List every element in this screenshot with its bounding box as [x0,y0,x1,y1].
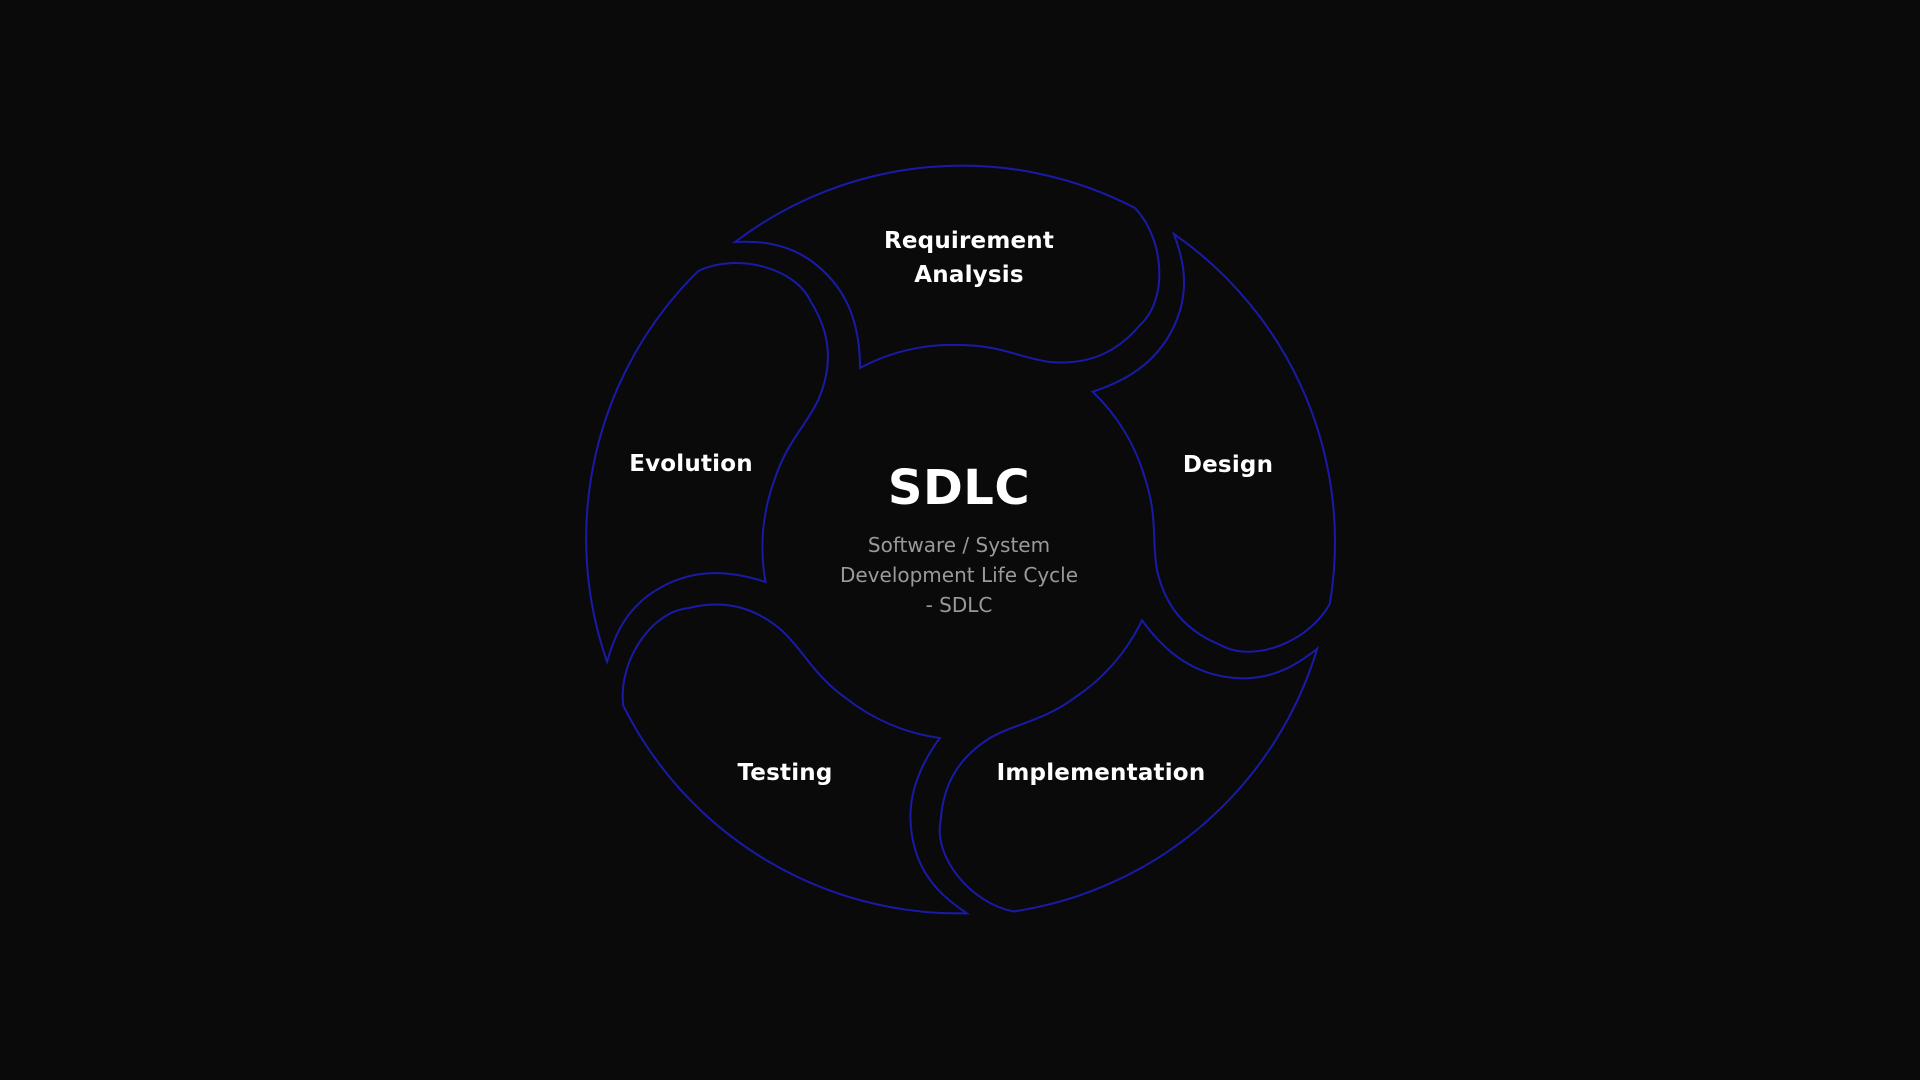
stage-label-implementation: Implementation [997,756,1206,790]
stage-label-evolution: Evolution [629,447,753,481]
subtitle-line: Development Life Cycle [839,563,1079,587]
label-line: Analysis [914,262,1024,288]
subtitle-line: - SDLC [925,593,993,617]
label-line: Requirement [883,228,1055,254]
stage-label-requirement-analysis: Requirement Analysis [884,224,1054,292]
subtitle-line: Software / System [867,533,1051,557]
stage-label-design: Design [1183,448,1273,482]
center-subtitle: Software / System Development Life Cycle… [799,530,1119,620]
label-line: Evolution [629,451,753,477]
label-line: Design [1182,452,1274,478]
center-title: SDLC [887,460,1031,516]
label-line: Implementation [996,760,1206,786]
label-line: Testing [737,760,833,786]
stage-label-testing: Testing [737,756,832,790]
